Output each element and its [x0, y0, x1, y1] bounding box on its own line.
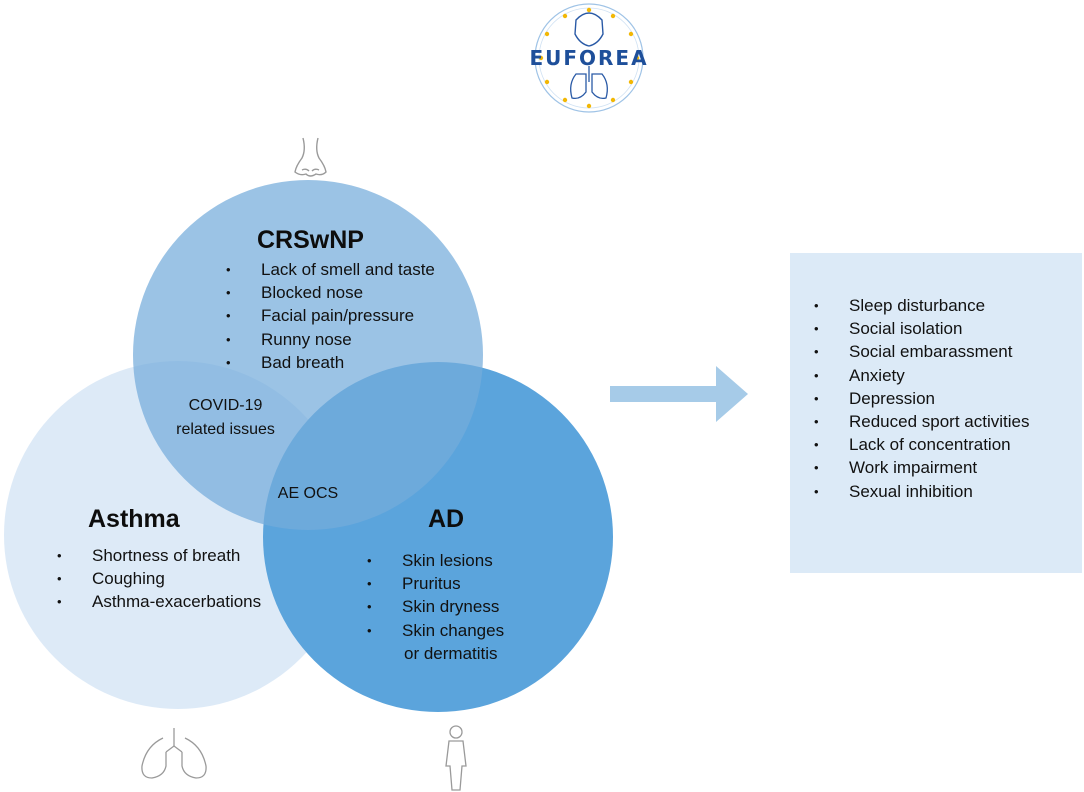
list-item: Sexual inhibition [814, 480, 1029, 503]
list-item: Social isolation [814, 317, 1029, 340]
list-item: Coughing [57, 567, 261, 590]
crswnp-title: CRSwNP [257, 226, 364, 254]
center-overlap-label: AE OCS [277, 485, 339, 502]
asthma-symptom-list: Shortness of breath Coughing Asthma-exac… [57, 544, 261, 614]
list-item: Blocked nose [226, 281, 435, 304]
list-item: Pruritus [367, 572, 504, 595]
list-item: Skin dryness [367, 595, 504, 618]
list-item: Sleep disturbance [814, 294, 1029, 317]
list-item: Reduced sport activities [814, 410, 1029, 433]
list-item: Skin changes [367, 619, 504, 642]
list-item: Shortness of breath [57, 544, 261, 567]
star-ring [538, 7, 640, 109]
list-item: Anxiety [814, 364, 1029, 387]
list-item: Facial pain/pressure [226, 304, 435, 327]
list-item: Depression [814, 387, 1029, 410]
ad-item-continuation: or dermatitis [404, 644, 498, 663]
right-arrow-icon [610, 366, 748, 422]
list-item: Bad breath [226, 351, 435, 374]
list-item: Social embarassment [814, 340, 1029, 363]
euforea-logo [534, 3, 644, 113]
nose-icon [294, 137, 327, 177]
human-body-icon [445, 725, 467, 791]
impacts-list: Sleep disturbance Social isolation Socia… [814, 294, 1029, 503]
ad-title: AD [428, 505, 465, 533]
asthma-title: Asthma [88, 505, 180, 533]
list-item: Work impairment [814, 456, 1029, 479]
lungs-icon [141, 728, 207, 779]
crswnp-symptom-list: Lack of smell and taste Blocked nose Fac… [226, 258, 435, 374]
list-item: Lack of smell and taste [226, 258, 435, 281]
list-item: Lack of concentration [814, 433, 1029, 456]
list-item: Asthma-exacerbations [57, 590, 261, 613]
list-item: Runny nose [226, 328, 435, 351]
list-item: Skin lesions [367, 549, 504, 572]
ad-symptom-list: Skin lesions Pruritus Skin dryness Skin … [367, 549, 504, 642]
logo-wordmark: EUFOREA [529, 46, 649, 70]
